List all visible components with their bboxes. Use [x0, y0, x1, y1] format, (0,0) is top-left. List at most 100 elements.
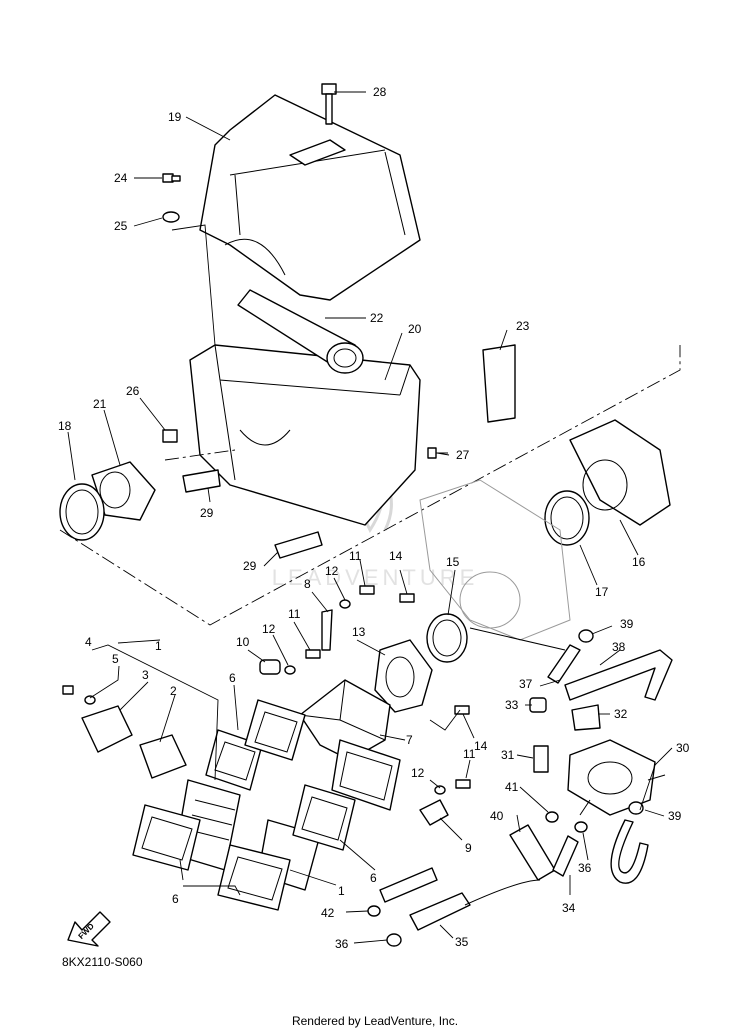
callout-7: 7: [406, 733, 413, 747]
hose-40: [509, 824, 556, 881]
leader-lines: [67, 91, 673, 944]
gasket-6-b: [244, 699, 306, 761]
clip-42: [367, 905, 381, 917]
callout-11-c: 11: [463, 747, 476, 761]
callout-32: 32: [614, 707, 628, 721]
callout-12-b: 12: [262, 622, 276, 636]
callout-27: 27: [456, 448, 470, 462]
callout-29-a: 29: [200, 506, 214, 520]
hose-38: [564, 649, 673, 701]
callout-10: 10: [236, 635, 250, 649]
joint-16: [569, 419, 671, 526]
callout-14-a: 14: [389, 549, 403, 563]
washer-5: [84, 695, 96, 705]
callout-23: 23: [516, 319, 530, 333]
washer-12-c: [434, 785, 446, 795]
callout-39-a: 39: [620, 617, 634, 631]
band-18: [59, 483, 105, 541]
nut-26: [162, 429, 178, 443]
damper-31: [533, 745, 549, 773]
washer-12-a: [339, 599, 351, 609]
callout-11-b: 11: [288, 607, 301, 621]
gasket-6-c: [331, 739, 401, 811]
callout-4: 4: [85, 635, 92, 649]
bolt-11-b: [305, 649, 321, 659]
hose-35: [409, 892, 471, 931]
callout-35: 35: [455, 935, 469, 949]
pipe-37: [547, 644, 581, 684]
callout-9: 9: [465, 841, 472, 855]
pad-29-upper: [182, 469, 221, 493]
callout-26: 26: [126, 384, 140, 398]
gasket-6-d: [292, 784, 356, 851]
callout-21: 21: [93, 397, 107, 411]
holder-10: [259, 659, 281, 675]
callout-1-b: 1: [338, 884, 345, 898]
callout-33: 33: [505, 698, 519, 712]
assembly-line-box: [59, 345, 681, 626]
washer-12-b: [284, 665, 296, 675]
hose-34: [552, 835, 579, 877]
band-17: [544, 490, 590, 546]
air-box-cover: [199, 94, 421, 301]
callout-24: 24: [114, 171, 128, 185]
callout-labels: 28 19 24 25 22 20 23 26 21 18 27 29 29 1…: [58, 85, 690, 951]
callout-39-b: 39: [668, 809, 682, 823]
callout-18: 18: [58, 419, 72, 433]
callout-36-a: 36: [578, 861, 592, 875]
assembly-line-joint: [164, 449, 236, 461]
bolt-11-a: [359, 585, 375, 595]
bolt-14-b: [454, 705, 470, 715]
gasket-6-f: [217, 844, 291, 911]
callout-6-c: 6: [172, 892, 179, 906]
clip-39-b: [628, 801, 644, 815]
intake-manifold: [299, 679, 391, 761]
callout-14-b: 14: [474, 739, 488, 753]
leadventure-watermark: LEADVENTURE: [272, 449, 474, 590]
footer-credit: Rendered by LeadVenture, Inc.: [291, 1014, 459, 1028]
diagram-code: 8KX2110-S060: [62, 955, 143, 969]
callout-20: 20: [408, 322, 422, 336]
callout-25: 25: [114, 219, 128, 233]
callout-1-a: 1: [155, 639, 162, 653]
holder-32: [571, 704, 601, 731]
clip-36-a: [574, 821, 588, 833]
reed-stopper-2: [139, 734, 187, 779]
callout-12-c: 12: [411, 766, 425, 780]
callout-11-a: 11: [349, 549, 362, 563]
fuel-pump-30: [567, 739, 666, 816]
bolt-14-a: [399, 593, 415, 603]
band-15: [426, 613, 468, 663]
clip-41: [545, 811, 559, 823]
callout-19: 19: [168, 110, 182, 124]
pad-29-lower: [274, 531, 323, 559]
fuel-line-route: [464, 627, 566, 906]
callout-15: 15: [446, 555, 460, 569]
callout-41: 41: [505, 780, 519, 794]
callout-13: 13: [352, 625, 366, 639]
callout-31: 31: [501, 748, 515, 762]
callout-38: 38: [612, 640, 626, 654]
washer-25: [162, 211, 180, 223]
callout-40: 40: [490, 809, 504, 823]
callout-2: 2: [170, 684, 177, 698]
gasket-6-e: [132, 804, 201, 871]
callout-22: 22: [370, 311, 384, 325]
filter-element: [237, 289, 364, 374]
screw-24: [162, 173, 181, 183]
pad-23: [482, 344, 516, 423]
fwd-arrow: FWD: [67, 911, 111, 947]
callout-29-b: 29: [243, 559, 257, 573]
callout-17: 17: [595, 585, 609, 599]
screw-4: [62, 685, 74, 695]
callout-5: 5: [112, 652, 119, 666]
joint-13: [374, 639, 433, 713]
nut-33: [529, 697, 547, 713]
carburetor: [419, 479, 571, 641]
callout-16: 16: [632, 555, 646, 569]
pipe-straight: [379, 867, 438, 903]
clip-36-b: [386, 933, 402, 947]
hose-u: [610, 819, 649, 884]
callout-12-a: 12: [325, 564, 339, 578]
